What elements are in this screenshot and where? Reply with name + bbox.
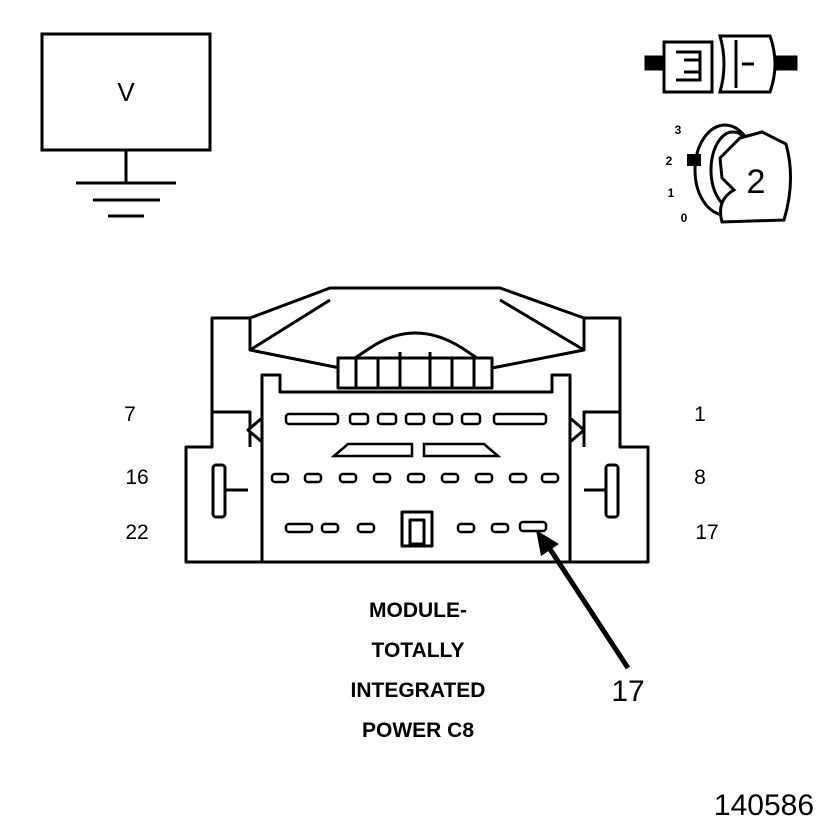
callout-arrow (536, 530, 631, 670)
terminal-row1-2 (348, 412, 370, 426)
pin-label-16: 16 (125, 466, 148, 489)
center-lock (336, 356, 494, 390)
terminal-row3-3 (356, 522, 376, 534)
switch-position-0: 0 (681, 211, 688, 225)
terminal-row2-4 (372, 472, 392, 484)
side-clip-left (246, 416, 264, 444)
terminal-row1-6 (460, 412, 482, 426)
pin-label-17: 17 (695, 521, 718, 544)
side-clip-right (568, 416, 586, 444)
side-latch-left (211, 463, 227, 519)
callout-arrow-shaft (545, 544, 631, 670)
terminal-row1-4 (404, 412, 426, 426)
terminal-row3-4 (456, 522, 476, 534)
connector-name-line-2: TOTALLY (372, 639, 465, 662)
terminal-row2-1 (270, 472, 290, 484)
terminal-power-right (422, 442, 502, 458)
side-latch-right (604, 463, 620, 519)
pin-label-7: 7 (124, 403, 136, 426)
connector-name-line-4: POWER C8 (362, 719, 474, 742)
terminal-row2-5 (406, 472, 426, 484)
connector-name-line-1: MODULE- (369, 599, 467, 622)
figure-id: 140586 (714, 789, 814, 822)
terminal-row3-1 (284, 522, 314, 534)
pin-label-1: 1 (694, 403, 706, 426)
voltmeter-symbol (40, 32, 212, 218)
connector-plug-left (662, 40, 714, 94)
terminal-row3-2 (320, 522, 340, 534)
switch-position-1: 1 (668, 186, 675, 200)
connector-name-line-3: INTEGRATED (351, 679, 486, 702)
terminal-row1-5 (432, 412, 454, 426)
terminal-row2-9 (540, 472, 560, 484)
key-slot-inner (408, 518, 426, 546)
ignition-key-icon (687, 123, 793, 224)
ignition-position-label: 2 (747, 163, 766, 201)
voltmeter-label: V (117, 77, 135, 107)
pin-label-22: 22 (125, 521, 148, 544)
connector-cavity (260, 373, 572, 562)
ignition-key (718, 130, 793, 224)
housing-upper-ridge (249, 331, 585, 370)
terminal-17 (518, 520, 548, 533)
terminal-row2-2 (303, 472, 323, 484)
terminal-row2-8 (508, 472, 528, 484)
connector-plug-right-tab (774, 55, 798, 71)
switch-position-3: 3 (675, 123, 682, 137)
terminal-row1-3 (376, 412, 398, 426)
disconnected-connector-icon (644, 34, 798, 94)
terminal-rows (270, 412, 560, 534)
terminal-row1-1 (284, 412, 340, 426)
terminal-row3-5 (490, 522, 510, 534)
terminal-row1-7 (492, 412, 548, 426)
ignition-position-marker (687, 154, 701, 166)
terminal-power-left (330, 442, 414, 458)
callout-arrowhead (536, 530, 559, 556)
pin-label-8: 8 (694, 466, 706, 489)
switch-position-2: 2 (666, 154, 673, 168)
callout-pin-label: 17 (611, 675, 644, 708)
terminal-row2-7 (474, 472, 494, 484)
terminal-row2-6 (440, 472, 460, 484)
connector-latch-inner (684, 58, 702, 74)
terminal-row2-3 (338, 472, 358, 484)
